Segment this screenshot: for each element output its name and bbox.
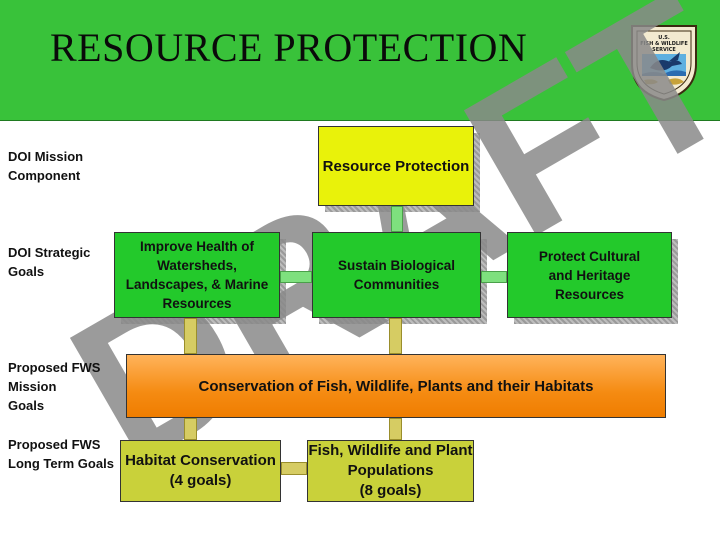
logo-line1: U.S. xyxy=(658,35,670,41)
box-improve-health: Improve Health of Watersheds, Landscapes… xyxy=(114,232,286,324)
usfws-shield-icon: U.S. FISH & WILDLIFE SERVICE xyxy=(631,25,697,102)
row-label-fws-mission: Proposed FWS Mission Goals xyxy=(8,360,101,413)
connector-habitat-to-populations xyxy=(281,462,307,475)
slide-title: RESOURCE PROTECTION xyxy=(50,25,528,70)
connector-sustain-to-conservation xyxy=(389,318,402,354)
box-sustain-biological: Sustain Biological Communities xyxy=(312,232,487,324)
box-resource-protection: Resource Protection xyxy=(318,126,480,212)
logo-line3: SERVICE xyxy=(652,47,676,53)
connector-improve-to-conservation xyxy=(184,318,197,354)
box-habitat-conservation: Habitat Conservation (4 goals) xyxy=(120,440,281,502)
connector-improve-to-sustain xyxy=(280,271,312,283)
box-protect-cultural: Protect Cultural and Heritage Resources xyxy=(507,232,678,324)
connector-conservation-to-populations xyxy=(389,418,402,440)
row-label-fws-long-term: Proposed FWS Long Term Goals xyxy=(8,437,114,471)
row-label-doi-mission: DOI Mission Component xyxy=(8,149,84,183)
slide-header: RESOURCE PROTECTION U.S. FISH & WILDLIFE… xyxy=(0,0,720,121)
box-conservation: Conservation of Fish, Wildlife, Plants a… xyxy=(126,354,666,418)
connector-top-to-sustain xyxy=(391,206,403,232)
logo-line2: FISH & WILDLIFE xyxy=(640,41,688,47)
row-label-doi-strategic: DOI Strategic Goals xyxy=(8,245,91,279)
box-fish-wildlife-populations: Fish, Wildlife and Plant Populations (8 … xyxy=(307,440,474,502)
connector-sustain-to-protect xyxy=(481,271,507,283)
connector-conservation-to-habitat xyxy=(184,418,197,440)
